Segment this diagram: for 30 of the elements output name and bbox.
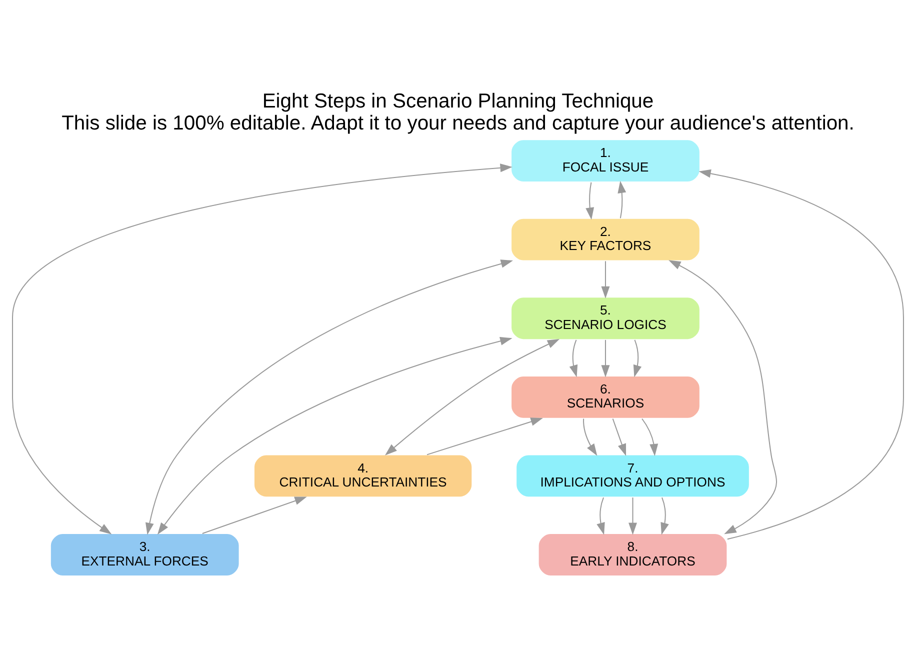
node-box: 7. IMPLICATIONS AND OPTIONS <box>516 454 750 498</box>
arrow <box>642 418 658 456</box>
arrow <box>157 336 512 535</box>
arrow <box>12 164 512 534</box>
arrow <box>586 182 594 220</box>
node-box: 4. CRITICAL UNCERTAINTIES <box>253 454 473 498</box>
arrow <box>633 340 642 378</box>
arrow <box>202 496 307 534</box>
arrow <box>628 498 637 535</box>
arrow <box>596 497 605 535</box>
arrow <box>384 338 560 456</box>
arrow <box>426 418 543 456</box>
diagram-title: Eight Steps in Scenario Planning Technique <box>262 90 654 112</box>
arrow <box>612 418 626 456</box>
arrow <box>601 261 610 299</box>
node-box: 8. EARLY INDICATORS <box>538 533 728 576</box>
node-box: 6. SCENARIOS <box>510 375 700 419</box>
caption: This slide is 100% editable. Adapt it to your needs and capture your audience's attention. <box>62 112 854 134</box>
arrow <box>583 418 598 456</box>
arrow <box>668 260 777 534</box>
arrow <box>569 340 578 378</box>
node-box: 2. KEY FACTORS <box>510 218 700 262</box>
node-box: 1. FOCAL ISSUE <box>510 139 700 182</box>
arrow <box>660 497 669 535</box>
arrow <box>601 340 610 378</box>
arrow <box>145 260 513 535</box>
arrow <box>618 180 626 218</box>
node-box: 5. SCENARIO LOGICS <box>510 296 700 340</box>
arrow <box>698 169 904 540</box>
node-box: 3. EXTERNAL FORCES <box>50 533 240 576</box>
